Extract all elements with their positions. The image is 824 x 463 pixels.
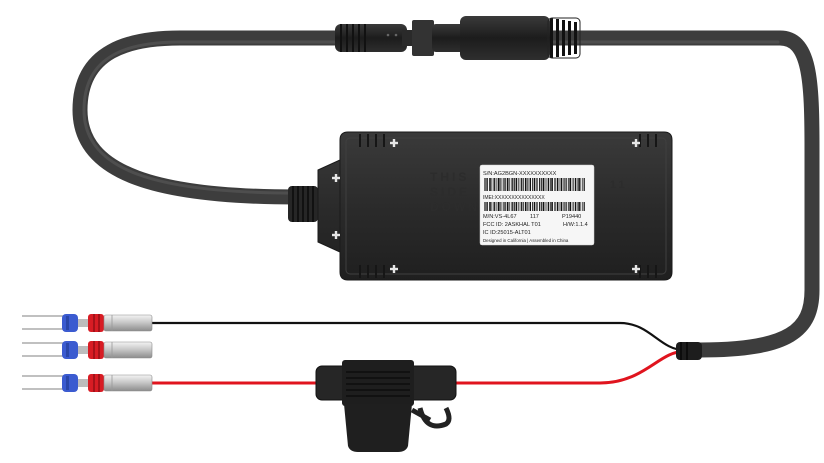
label-origin: Designed in California | Assembled in Ch… [483,238,569,243]
inline-connector [335,16,581,60]
ring-terminal [22,374,153,392]
emboss-line-3: DOWN [430,200,480,214]
main-cable [72,30,820,358]
cable-strain-relief [288,186,318,222]
red-wire [150,350,685,385]
ring-terminal [22,314,153,332]
label-serial: S/N:AG2BGN-XXXXXXXXXX [483,171,557,177]
emboss-line-2: SIDE [430,185,470,199]
label-hw: H/W:1.1.4 [563,222,588,228]
barcode-icon [484,202,585,211]
label-code-a: 117 [530,214,539,220]
main-cable-highlight [82,40,780,195]
label-model: M/N:VS-4L67 [483,214,517,220]
barcode-icon [484,178,585,191]
mounting-screw-icon [332,139,640,273]
mold-mark: 11 [610,179,628,191]
telematics-device: THIS SIDE DOWN 11 S/N:AG2BGN-XXXXXXXXXX … [317,131,673,281]
fuse-holder [315,360,457,452]
label-imei: IMEI:XXXXXXXXXXXXXXX [483,195,545,201]
ring-terminal [22,341,153,359]
cable-splice [676,342,702,360]
black-wire [150,321,685,352]
device-label: S/N:AG2BGN-XXXXXXXXXX IMEI:XXXXXXXXXXXXX… [479,164,595,246]
label-fcc: FCC ID: 2ASKHAL T01 [483,222,541,228]
label-ic: IC ID:25015-ALT01 [483,230,531,236]
label-code-b: P19440 [562,214,581,220]
emboss-line-1: THIS [430,170,469,184]
grip-ridges [359,134,657,278]
terminal-set [22,314,153,392]
connector-grip-left [340,24,366,52]
connector-grip-right [550,18,577,58]
